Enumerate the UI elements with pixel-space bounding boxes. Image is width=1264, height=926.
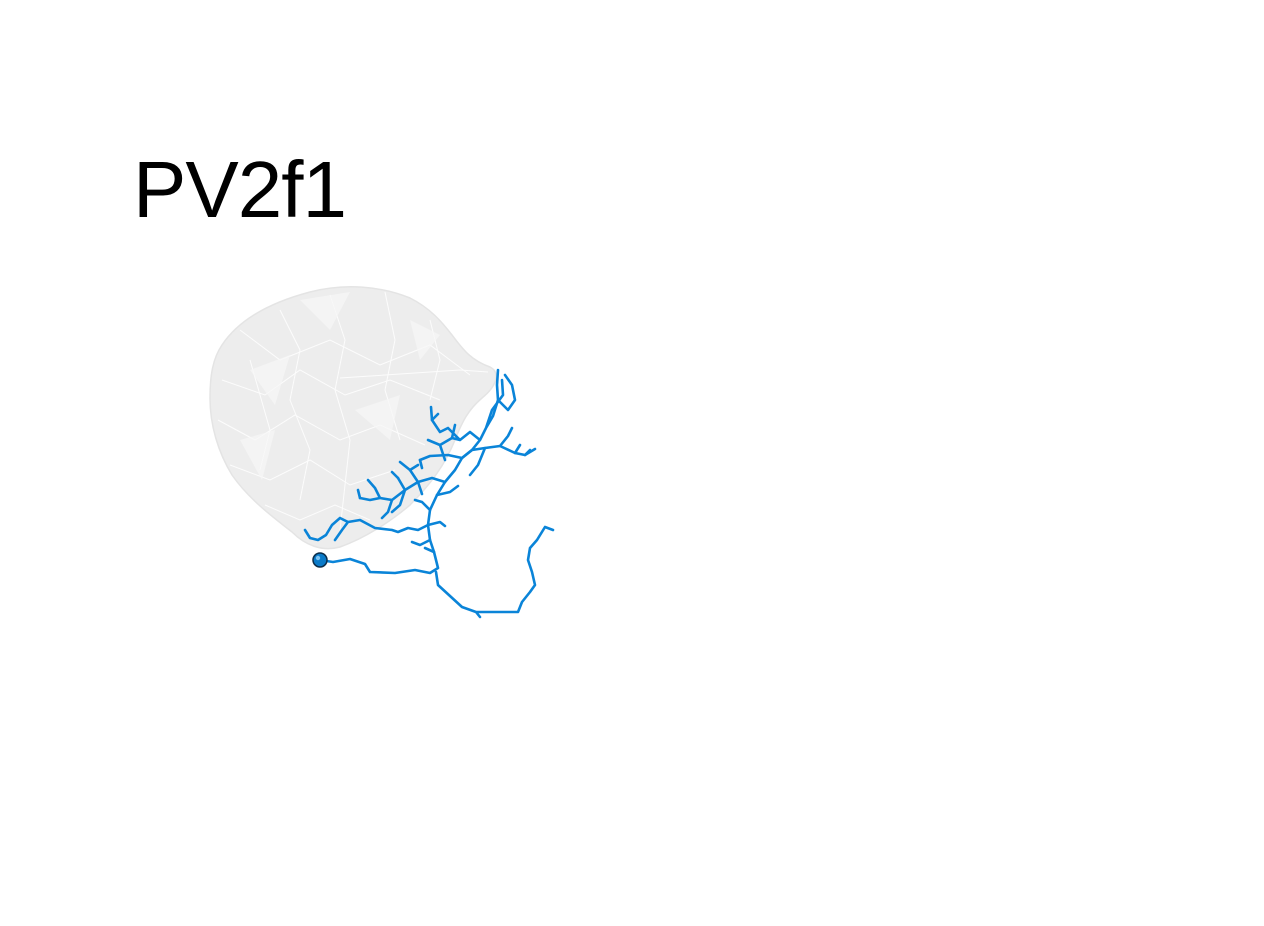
plot-title: PV2f1 [133, 145, 347, 234]
lower-left-branch [303, 516, 447, 554]
mesh-outline [209, 286, 497, 550]
twigs [356, 412, 532, 500]
lower-branch [434, 525, 555, 619]
primary-neurite [318, 448, 474, 575]
neuropil-mesh [209, 286, 497, 550]
soma [312, 552, 328, 568]
neuron-skeleton [303, 368, 555, 619]
upper-arbor [418, 368, 537, 477]
